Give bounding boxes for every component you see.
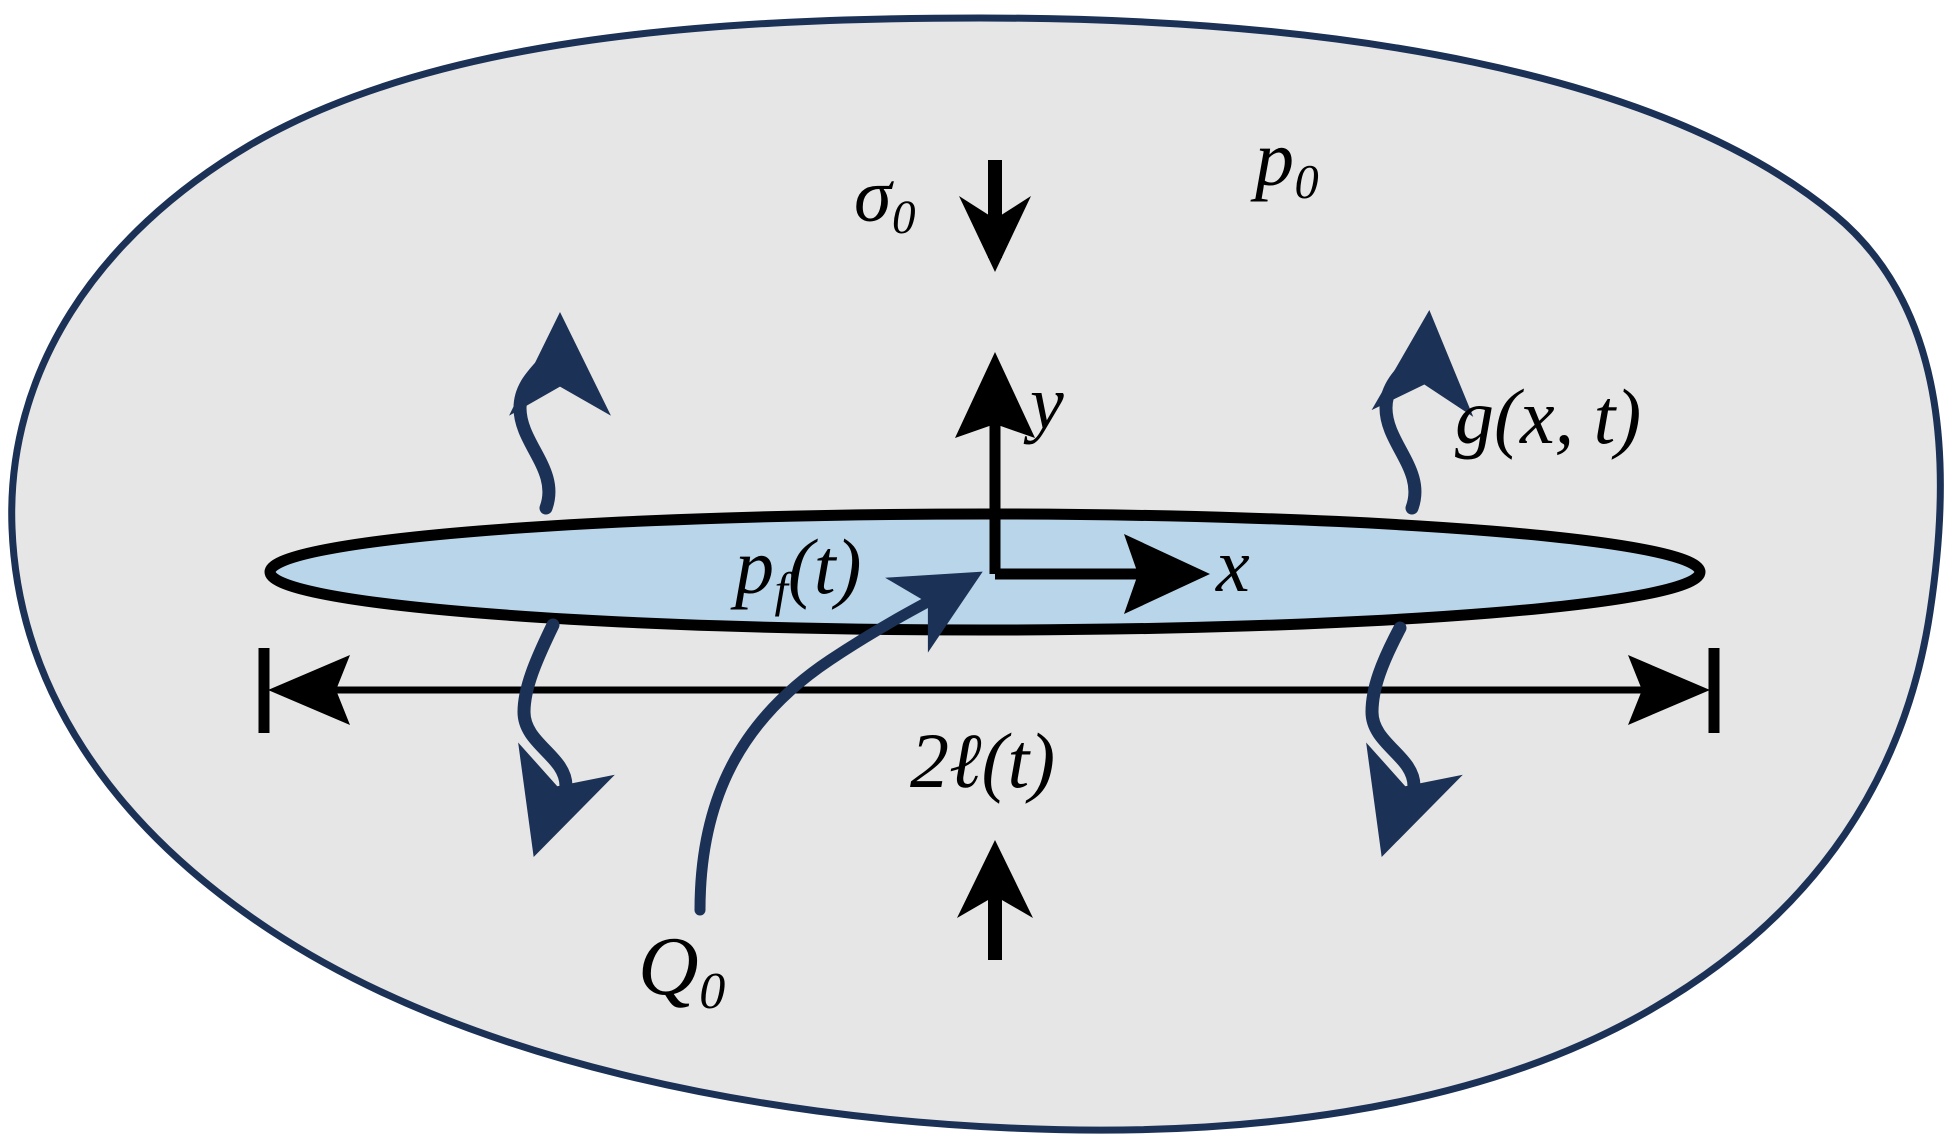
length-arrow-up: [957, 840, 1033, 960]
leakoff-arrow-right-down: [1365, 621, 1463, 857]
label-sigma-symbol: σ: [854, 154, 892, 238]
label-fracture-length: 2ℓ(t): [910, 722, 1055, 800]
label-length-argument: (t): [981, 717, 1056, 804]
leakoff-arrow-left-up: [508, 311, 611, 515]
fracture-ellipse: [264, 508, 1706, 636]
label-axis-x: x: [1216, 524, 1250, 608]
label-fluid-pressure: pf(t): [735, 528, 862, 615]
dimension-arrowhead-right: [1628, 655, 1710, 725]
label-injection-rate: Q0: [638, 925, 725, 1018]
label-pf-argument: (t): [787, 523, 862, 610]
label-leakoff-function: g(x, t): [1455, 373, 1642, 460]
fracture-length-dimension: [258, 648, 1720, 733]
label-p0-symbol: p: [1255, 115, 1294, 202]
leakoff-arrow-left-down: [517, 618, 615, 857]
label-q0-symbol: Q: [638, 920, 699, 1013]
label-length-symbol: ℓ: [949, 717, 982, 804]
injection-arrow: [694, 571, 983, 916]
label-p0-subscript: 0: [1294, 155, 1319, 209]
label-q0-subscript: 0: [699, 962, 726, 1020]
label-axis-y: y: [1030, 361, 1064, 445]
label-pf-subscript: f: [774, 563, 788, 617]
coordinate-axes: [955, 352, 1210, 614]
label-sigma-subscript: 0: [891, 192, 916, 245]
label-far-field-pressure: p0: [1255, 120, 1319, 207]
label-pf-symbol: p: [735, 523, 774, 610]
stress-arrow-down: [959, 160, 1031, 272]
leakoff-arrow-right-up: [1371, 310, 1474, 515]
y-axis-arrowhead: [955, 352, 1035, 438]
label-length-prefix: 2: [910, 717, 949, 804]
label-far-field-stress: σ0: [854, 158, 916, 242]
x-axis-arrowhead: [1124, 534, 1210, 614]
dimension-arrowhead-left: [268, 655, 350, 725]
